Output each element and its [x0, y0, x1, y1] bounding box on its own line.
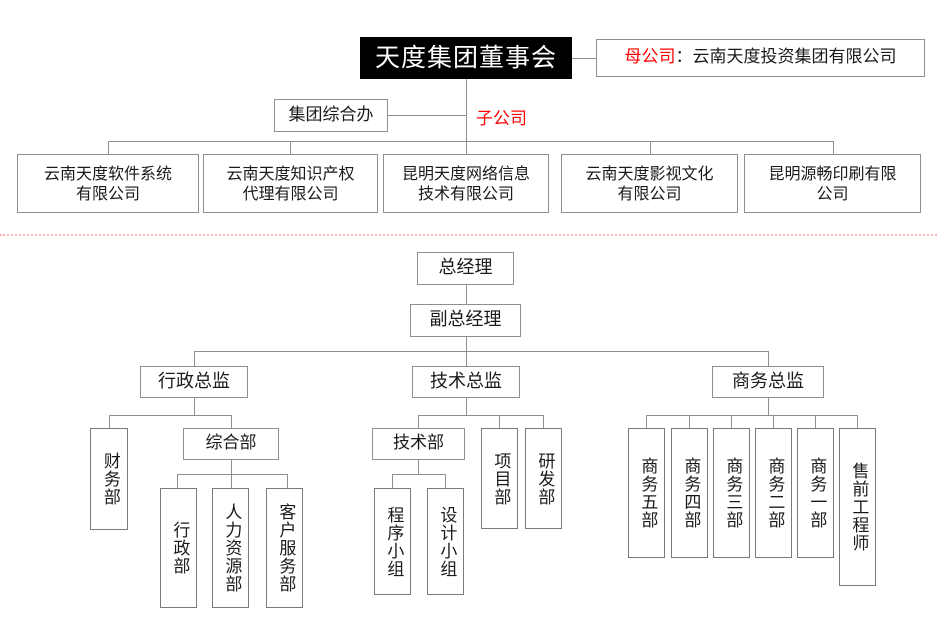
general-manager-box[interactable]: 总经理	[417, 252, 514, 285]
trunk-comprehensive-down	[231, 460, 232, 474]
subsidiary-box-5[interactable]: 昆明源畅印刷有限 公司	[744, 154, 921, 213]
drop-business-unit-5	[815, 415, 816, 428]
design-group-box[interactable]: 设计小组	[427, 488, 464, 595]
business-unit-box-5[interactable]: 商务一部	[797, 428, 834, 558]
director-box-tech[interactable]: 技术总监	[412, 366, 520, 398]
drop-subsidiary-1	[108, 141, 109, 154]
business-unit-box-3[interactable]: 商务三部	[713, 428, 750, 558]
admin-distribution-bar	[109, 415, 232, 416]
drop-tech-dept	[418, 415, 419, 428]
connector-board-to-parent	[572, 58, 596, 59]
drop-finance	[109, 415, 110, 428]
parent-company-tag: 母公司	[624, 47, 676, 68]
deputy-general-manager-box[interactable]: 副总经理	[410, 304, 521, 337]
tech-dept-distribution-bar	[392, 474, 445, 475]
drop-project-dept	[499, 415, 500, 428]
tech-distribution-bar	[418, 415, 543, 416]
customer-service-dept-box[interactable]: 客户服务部	[266, 488, 303, 608]
subsidiary-box-3[interactable]: 昆明天度网络信息 技术有限公司	[383, 154, 549, 213]
drop-business-unit-1	[646, 415, 647, 428]
parent-company-box[interactable]: 母公司：云南天度投资集团有限公司	[596, 39, 925, 77]
section-divider	[0, 234, 937, 236]
group-office-box[interactable]: 集团综合办	[274, 99, 388, 132]
drop-admin-dept	[177, 474, 178, 488]
drop-director-2	[466, 351, 467, 366]
drop-subsidiary-5	[833, 141, 834, 154]
trunk-board-down	[466, 79, 467, 141]
drop-customer-service-dept	[287, 474, 288, 488]
business-unit-box-4[interactable]: 商务二部	[755, 428, 792, 558]
trunk-business-down	[768, 398, 769, 415]
drop-director-1	[194, 351, 195, 366]
business-distribution-bar	[646, 415, 857, 416]
drop-business-unit-2	[689, 415, 690, 428]
board-of-directors-box[interactable]: 天度集团董事会	[360, 37, 572, 79]
tech-dept-box[interactable]: 技术部	[372, 428, 465, 460]
drop-comprehensive	[231, 415, 232, 428]
drop-subsidiary-3	[466, 141, 467, 154]
drop-rd-dept	[543, 415, 544, 428]
trunk-tech-down	[466, 398, 467, 415]
subsidiary-marker-label: 子公司	[476, 109, 527, 129]
drop-hr-dept	[231, 474, 232, 488]
finance-dept-box[interactable]: 财务部	[90, 428, 128, 530]
director-box-business[interactable]: 商务总监	[712, 366, 824, 398]
parent-company-name: 云南天度投资集团有限公司	[692, 47, 897, 68]
connector-gm-to-dgm	[466, 285, 467, 304]
program-group-box[interactable]: 程序小组	[374, 488, 411, 595]
subsidiary-box-4[interactable]: 云南天度影视文化 有限公司	[561, 154, 738, 213]
rd-dept-box[interactable]: 研发部	[525, 428, 562, 529]
subsidiary-box-2[interactable]: 云南天度知识产权 代理有限公司	[203, 154, 378, 213]
connector-group-office-to-trunk	[388, 115, 466, 116]
admin-dept-box[interactable]: 行政部	[160, 488, 197, 608]
business-unit-box-2[interactable]: 商务四部	[671, 428, 708, 558]
drop-business-unit-3	[731, 415, 732, 428]
drop-director-3	[768, 351, 769, 366]
drop-design-group	[445, 474, 446, 488]
drop-subsidiary-4	[650, 141, 651, 154]
drop-program-group	[392, 474, 393, 488]
trunk-tech-dept-down	[418, 460, 419, 474]
trunk-admin-down	[194, 398, 195, 415]
business-unit-box-1[interactable]: 商务五部	[628, 428, 665, 558]
drop-subsidiary-2	[290, 141, 291, 154]
subsidiary-box-1[interactable]: 云南天度软件系统 有限公司	[17, 154, 199, 213]
drop-business-unit-6	[857, 415, 858, 428]
drop-business-unit-4	[773, 415, 774, 428]
project-dept-box[interactable]: 项目部	[481, 428, 518, 529]
comprehensive-dept-box[interactable]: 综合部	[183, 428, 279, 460]
hr-dept-box[interactable]: 人力资源部	[212, 488, 249, 608]
parent-company-separator: ：	[675, 47, 693, 68]
director-box-admin[interactable]: 行政总监	[140, 366, 248, 398]
presales-engineer-box[interactable]: 售前工程师	[839, 428, 876, 586]
comprehensive-distribution-bar	[177, 474, 287, 475]
subsidiary-distribution-bar	[108, 141, 834, 142]
director-distribution-bar	[194, 351, 768, 352]
